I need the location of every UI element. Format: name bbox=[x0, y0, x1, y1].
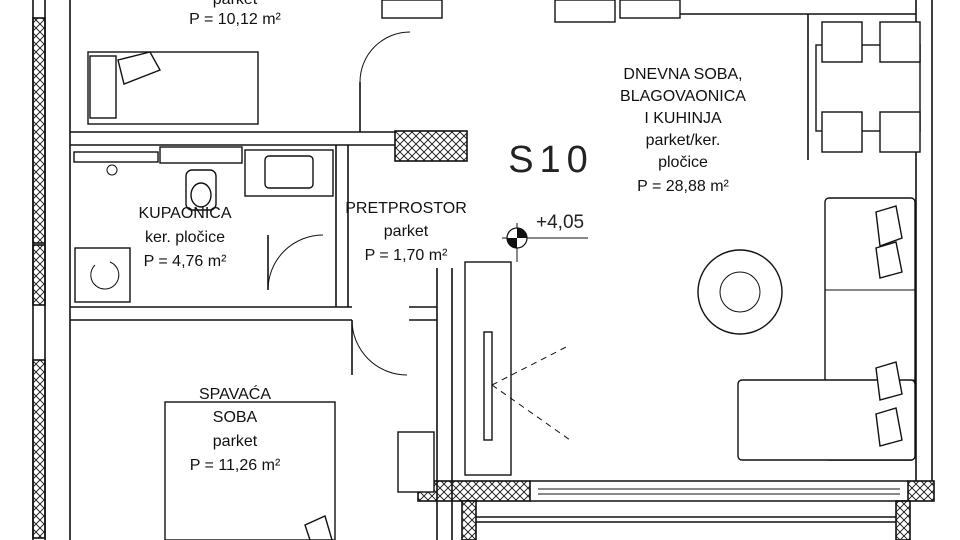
living-name-line2: BLAGOVAONICA bbox=[620, 88, 746, 105]
living-floor-line2: pločice bbox=[658, 154, 708, 171]
door-swing-bathroom bbox=[267, 234, 324, 291]
top-bedroom-floor: parket bbox=[213, 0, 258, 8]
south-wall-left bbox=[417, 480, 531, 502]
level-marker bbox=[502, 223, 588, 262]
top-bedroom-furniture bbox=[87, 0, 916, 125]
bathroom-name: KUPAONICA bbox=[138, 205, 231, 222]
toilet-bowl bbox=[190, 182, 212, 208]
balcony-wall-right bbox=[895, 500, 911, 540]
living-name-line1: DNEVNA SOBA, bbox=[623, 66, 742, 83]
dining-chair-4 bbox=[879, 111, 921, 153]
kitchen-unit-1 bbox=[554, 0, 616, 23]
sofa-chaise bbox=[737, 379, 916, 461]
bathroom-floor: ker. pločice bbox=[145, 229, 225, 246]
bedroom-bed bbox=[164, 401, 336, 540]
bedroom-name-line1: SPAVAĆA bbox=[199, 384, 271, 403]
washing-machine bbox=[74, 247, 131, 303]
bedroom-name-line2: SOBA bbox=[213, 409, 258, 426]
wall-segment-center bbox=[394, 130, 468, 162]
bathroom-cabinet bbox=[159, 146, 243, 164]
labels: parket P = 10,12 m² DNEVNA SOBA, BLAGOVA… bbox=[138, 0, 746, 474]
top-bedroom-area: P = 10,12 m² bbox=[189, 11, 281, 28]
door-swing-top-bedroom bbox=[359, 31, 411, 83]
cushion-1 bbox=[875, 205, 903, 247]
level-label: +4,05 bbox=[536, 212, 584, 233]
west-wall-lower bbox=[32, 359, 46, 539]
hallway-name: PRETPROSTOR bbox=[345, 200, 467, 217]
unit-label: S10 bbox=[508, 139, 594, 181]
door-swing-bedroom bbox=[351, 319, 408, 376]
hallway-floor: parket bbox=[384, 223, 429, 240]
tv bbox=[483, 331, 493, 441]
interior-walls bbox=[70, 130, 468, 540]
hallway-area: P = 1,70 m² bbox=[365, 247, 449, 264]
living-area: P = 28,88 m² bbox=[637, 178, 729, 195]
floor-drain-icon bbox=[106, 164, 118, 176]
cushion-2 bbox=[875, 241, 903, 279]
bedroom-floor: parket bbox=[213, 433, 258, 450]
dining-chair-1 bbox=[821, 21, 863, 63]
exterior-walls bbox=[32, 0, 935, 540]
coffee-table bbox=[697, 249, 783, 335]
west-wall-middle bbox=[32, 244, 46, 306]
kitchen-unit-2 bbox=[619, 0, 681, 19]
bathroom-fixtures bbox=[73, 146, 334, 303]
washbasin bbox=[264, 155, 314, 189]
bedroom-wardrobe bbox=[397, 431, 435, 493]
dining-chair-3 bbox=[821, 111, 863, 153]
living-floor-line1: parket/ker. bbox=[646, 132, 721, 149]
bathroom-area: P = 4,76 m² bbox=[144, 253, 228, 270]
washing-machine-drum-icon bbox=[90, 261, 120, 290]
pillow bbox=[117, 51, 162, 85]
balcony-wall-left bbox=[461, 500, 477, 540]
living-name-line3: I KUHINJA bbox=[644, 110, 722, 127]
dining-chair-2 bbox=[879, 21, 921, 63]
living-furniture bbox=[164, 14, 921, 540]
wardrobe bbox=[381, 0, 443, 19]
south-wall-right bbox=[907, 480, 935, 502]
cushion-4 bbox=[875, 407, 903, 447]
bedroom-area: P = 11,26 m² bbox=[190, 457, 281, 474]
cushion-3 bbox=[875, 361, 903, 401]
nightstand bbox=[89, 55, 117, 119]
radiator bbox=[73, 151, 159, 163]
doors bbox=[267, 31, 411, 376]
bed-pillow bbox=[304, 515, 333, 540]
west-wall-upper bbox=[32, 17, 46, 244]
